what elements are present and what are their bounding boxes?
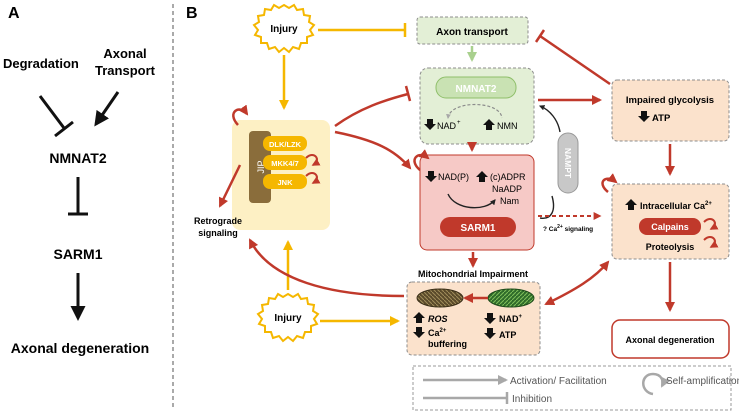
jnk-pill <box>263 174 307 189</box>
mito-ros-label: ROS <box>428 314 448 324</box>
ca-buffering-down-arrow-icon <box>413 327 425 338</box>
axonal-transport-label-2: Transport <box>95 63 156 78</box>
injury-bottom-label: Injury <box>274 313 302 324</box>
mito-calcium-bidirectional-arrow <box>544 260 610 306</box>
mito-atp-down-arrow-icon <box>484 328 496 339</box>
sarm1-nadp-label: NAD(P) <box>438 172 469 182</box>
sarm1-naadp-label: NaADP <box>492 184 522 194</box>
axon-transport-box <box>416 16 529 45</box>
calpains-label: Calpains <box>651 222 689 232</box>
nmnat2-nmn-label: NMN <box>497 121 518 131</box>
intracellular-ca-up-arrow-icon <box>625 199 637 210</box>
legend-self-amplification-label: Self-amplification <box>666 376 739 387</box>
panel-b-letter: B <box>186 5 198 22</box>
glycolysis-inhibits-transport-bar <box>534 29 546 43</box>
legend-self-amplification-icon <box>642 372 671 396</box>
mito-nad-down-arrow-icon <box>484 313 496 324</box>
impaired-glycolysis-atp: ATP <box>652 113 671 124</box>
nmnat2-pill-label: NMNAT2 <box>456 84 497 95</box>
calpains-self-amplification-icon <box>703 218 719 230</box>
sarm1-nam-label: Nam <box>500 196 519 206</box>
jnk-self-amplification-icon <box>305 172 321 184</box>
intracellular-ca-label: Intracellular Ca2+ <box>640 201 712 211</box>
injury-top-label: Injury <box>270 24 298 35</box>
impaired-glycolysis-title: Impaired glycolysis <box>626 95 714 106</box>
mkk-self-amplification-icon <box>305 154 321 166</box>
axon-transport-label: Axon transport <box>436 27 508 38</box>
mito-ca-label: Ca2+ <box>428 328 447 338</box>
mito-nad-label: NAD+ <box>499 314 523 324</box>
cadpr-up-arrow-icon <box>476 171 488 182</box>
injury-top-burst <box>252 3 316 54</box>
sarm1-self-amplification-icon <box>413 149 430 171</box>
degradation-label: Degradation <box>3 56 79 71</box>
mkk-pill <box>263 155 307 170</box>
dlk-pill <box>263 136 307 151</box>
legend-activation-label: Activation/ Facilitation <box>510 376 607 387</box>
jnk-label: JNK <box>277 178 293 187</box>
mito-atp-label: ATP <box>499 330 516 340</box>
transport-activation-arrow <box>94 91 120 127</box>
injury-bottom-burst <box>256 292 320 343</box>
jip-self-amplification-icon <box>232 104 249 126</box>
calcium-self-amplification-icon <box>601 173 618 193</box>
mkk-label: MKK4/7 <box>271 159 299 168</box>
legend-box <box>412 365 732 411</box>
jip-inhibits-nmnat2-bar <box>404 85 412 102</box>
damaged-mitochondrion-icon <box>416 288 464 308</box>
panel-a-axonal-degeneration: Axonal degeneration <box>11 340 149 356</box>
proteolysis-label: Proteolysis <box>646 242 695 252</box>
nampt-pill <box>557 132 579 194</box>
mito-buffering-label: buffering <box>428 339 467 349</box>
sarm1-pill <box>440 217 516 237</box>
nad-plus-down-arrow-icon <box>424 119 436 130</box>
ros-up-arrow-icon <box>413 312 425 323</box>
nam-to-nampt-line <box>539 195 555 219</box>
impaired-glycolysis-box <box>611 79 730 142</box>
legend-inhibition-label: Inhibition <box>512 394 552 405</box>
nadp-down-arrow-icon <box>425 171 437 182</box>
nmn-up-arrow-icon <box>483 119 495 130</box>
ca-signaling-label: ? Ca2+ signaling <box>543 224 593 233</box>
nampt-to-nmn-arrow <box>538 105 561 133</box>
glycolysis-atp-down-arrow-icon <box>638 111 650 122</box>
healthy-mitochondrion-icon <box>487 288 535 308</box>
sarm1-pill-label: SARM1 <box>460 223 495 234</box>
axonal-degeneration-label: Axonal degeneration <box>625 335 714 345</box>
panel-a-letter: A <box>8 5 20 22</box>
jip-label: JIP <box>256 160 266 173</box>
proteolysis-self-amplification-icon <box>703 236 719 248</box>
nmnat2-nad-label: NAD <box>437 121 457 131</box>
degradation-inhibition-bar <box>54 120 74 138</box>
mito-to-jip-feedback-arrow <box>248 238 405 298</box>
jip-inhibits-nmnat2 <box>334 92 409 128</box>
nmnat2-pill <box>435 76 517 99</box>
retrograde-label-2: signaling <box>198 228 238 238</box>
dlk-label: DLK/LZK <box>269 140 302 149</box>
axonal-transport-label-1: Axonal <box>103 46 146 61</box>
jip-to-retrograde-arrow <box>218 164 242 208</box>
panel-a-nmnat2: NMNAT2 <box>49 150 107 166</box>
axonal-degeneration-box <box>611 319 730 359</box>
nmnat2-nad-sup: + <box>457 120 461 126</box>
retrograde-label-1: Retrograde <box>194 216 242 226</box>
sarm1-cadpr-label: (c)ADPR <box>490 172 526 182</box>
nmn-to-nad-dashed-arrow <box>446 103 503 119</box>
degradation-inhibition-line <box>38 95 66 129</box>
jip-to-sarm1-arrow <box>334 130 412 170</box>
panel-a-sarm1: SARM1 <box>53 246 102 262</box>
nampt-label: NAMPT <box>563 148 573 179</box>
glycolysis-inhibits-transport <box>539 34 611 86</box>
sarm1-nam-reaction-arrow <box>447 193 496 209</box>
calpains-pill <box>639 218 701 235</box>
mito-title: Mitochondrial Impairment <box>418 269 528 279</box>
